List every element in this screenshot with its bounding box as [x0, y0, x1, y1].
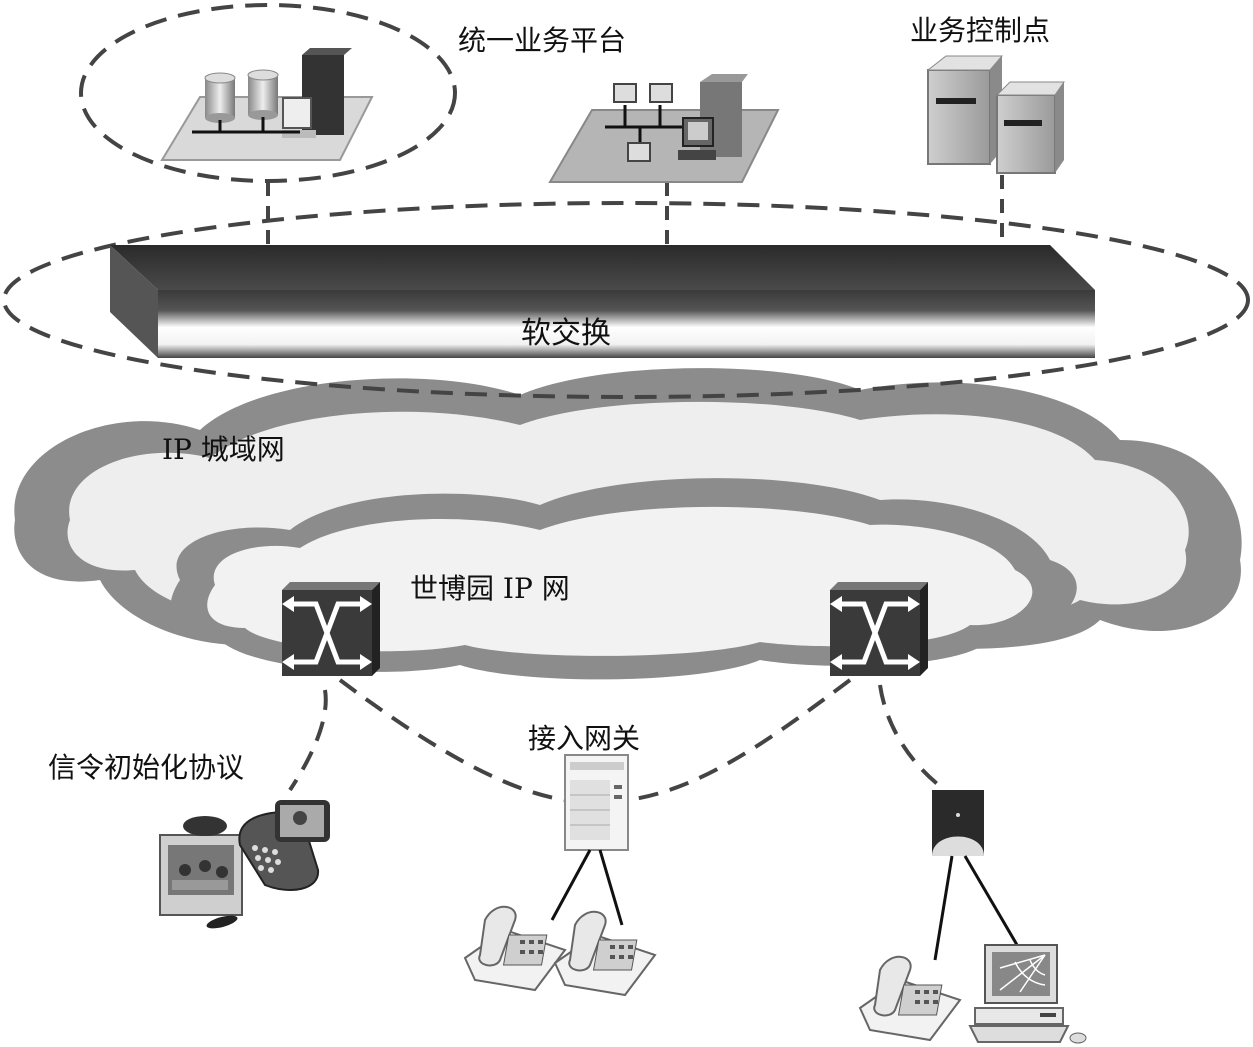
expo-ip-cloud-body [207, 506, 1033, 656]
softswitch-bar [110, 245, 1095, 358]
access-gateway-label: 接入网关 [528, 722, 640, 755]
sip-label: 信令初始化协议 [48, 751, 244, 784]
service-control-point-label: 业务控制点 [910, 14, 1050, 47]
wire-gateway-phone-1 [550, 849, 592, 921]
wire-terminal-pc [963, 855, 1022, 951]
expo-ip-label: 世博园 IP 网 [410, 572, 570, 605]
link-switch-left-sip [288, 689, 328, 792]
service-control-server-icon [926, 55, 1065, 174]
wire-terminal-phone [933, 855, 954, 961]
telephone-icon [463, 905, 567, 992]
personal-computer-icon [968, 944, 1087, 1044]
switch-right-icon [830, 582, 928, 676]
switch-left-icon [282, 582, 380, 676]
database-platform-icon [160, 48, 374, 161]
wire-gateway-phone-2 [598, 849, 624, 926]
softswitch-label: 软交换 [521, 316, 611, 351]
video-terminal-icon [159, 800, 330, 929]
telephone-icon [858, 955, 962, 1042]
ip-metro-label: IP 城域网 [162, 433, 285, 466]
home-gateway-icon [932, 790, 984, 856]
unified-platform-boundary [79, 3, 457, 183]
link-switch-right-gateway [627, 678, 852, 802]
lan-servers-icon [548, 74, 780, 183]
link-switch-right-terminal [878, 684, 947, 792]
unified-platform-label: 统一业务平台 [458, 24, 626, 57]
link-switch-left-gateway [338, 678, 566, 802]
access-gateway-icon [564, 754, 629, 851]
softswitch-boundary [2, 201, 1250, 399]
telephone-icon [553, 910, 657, 997]
